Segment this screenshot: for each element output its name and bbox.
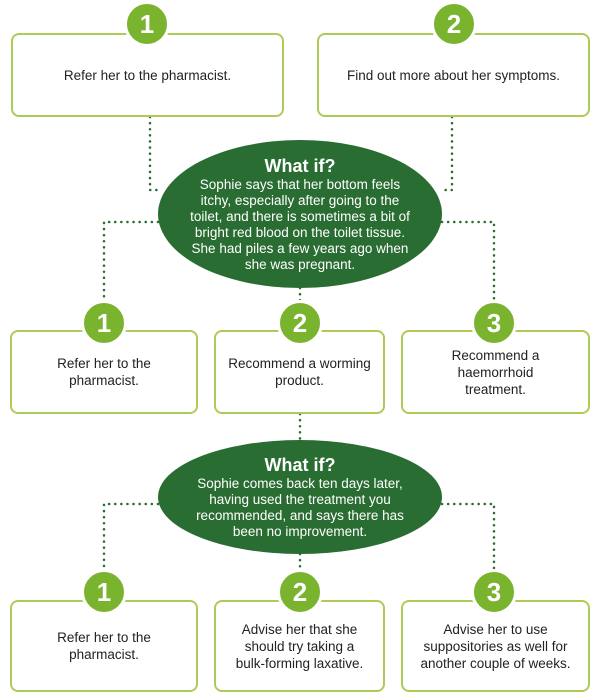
connector-stage1-2 xyxy=(438,115,454,192)
stage2-option-2-badge: 2 xyxy=(277,300,323,346)
stage3-option-3-badge: 3 xyxy=(471,569,517,615)
stage3-option-1-badge: 1 xyxy=(81,569,127,615)
what-if-ellipse-2: What if? Sophie comes back ten days late… xyxy=(158,440,442,554)
stage2-option-2-box: Recommend a worming product. xyxy=(214,330,385,414)
stage3-option-3-text: Advise her to use suppositories as well … xyxy=(420,621,571,671)
stage1-option-1-box: Refer her to the pharmacist. xyxy=(11,33,284,117)
what-if-2-body: Sophie comes back ten days later, having… xyxy=(196,475,404,539)
stage2-option-2-text: Recommend a worming product. xyxy=(228,356,371,388)
what-if-1-body: Sophie says that her bottom feels itchy,… xyxy=(190,176,410,272)
what-if-1-title: What if? xyxy=(264,155,336,176)
stage3-option-2-badge: 2 xyxy=(277,569,323,615)
stage1-option-2-badge: 2 xyxy=(431,1,477,47)
stage2-option-3-badge: 3 xyxy=(471,300,517,346)
stage2-option-3-text: Recommend a haemorrhoid treatment. xyxy=(451,347,540,397)
stage3-option-2-box: Advise her that she should try taking a … xyxy=(214,600,385,692)
connector-stage3-1 xyxy=(102,502,160,570)
stage2-option-1-badge: 1 xyxy=(81,300,127,346)
stage1-option-1-text: Refer her to the pharmacist. xyxy=(63,67,232,83)
stage1-option-2-text: Find out more about her symptoms. xyxy=(346,67,561,83)
what-if-ellipse-1: What if? Sophie says that her bottom fee… xyxy=(158,140,442,288)
stage3-option-1-box: Refer her to the pharmacist. xyxy=(10,600,198,692)
stage3-option-1-text: Refer her to the pharmacist. xyxy=(57,630,151,662)
connector-stage2-3 xyxy=(440,220,496,302)
stage2-option-1-text: Refer her to the pharmacist. xyxy=(57,356,151,388)
what-if-2-title: What if? xyxy=(264,454,336,475)
stage1-option-1-badge: 1 xyxy=(124,1,170,47)
connector-stage3-3 xyxy=(440,502,496,570)
connector-stage1-1 xyxy=(148,115,162,192)
connector-stage2-1 xyxy=(102,220,160,302)
stage3-option-2-text: Advise her that she should try taking a … xyxy=(235,621,364,671)
